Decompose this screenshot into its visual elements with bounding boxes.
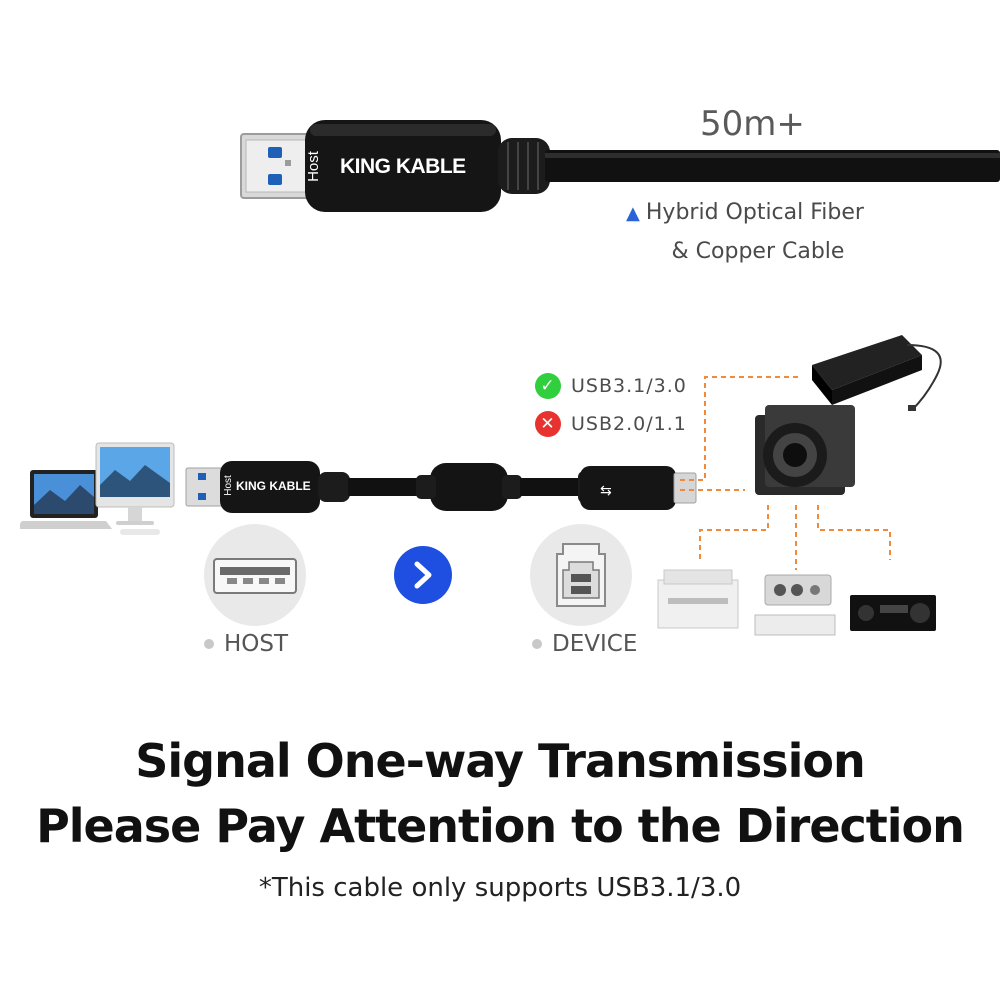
top-host-label: Host — [304, 151, 322, 182]
monitor-icon — [95, 442, 175, 535]
camera-icon — [755, 405, 855, 495]
connector-lines — [680, 376, 891, 570]
top-connector-housing — [305, 120, 501, 212]
bottom-brand-label: KING KABLE — [236, 479, 311, 493]
host-role-label: HOST — [204, 631, 288, 657]
hard-drive-icon — [812, 335, 942, 411]
compat-item-usb2: ✕ USB2.0/1.1 — [535, 411, 687, 437]
usb-b-port-icon — [556, 543, 606, 607]
bottom-connector-housing — [220, 461, 320, 513]
cable-description-line2: & Copper Cable — [671, 239, 845, 264]
audio-interface-icon — [754, 574, 836, 636]
description-line1-text: Hybrid Optical Fiber — [645, 200, 864, 225]
direction-arrow — [394, 546, 452, 604]
footnote: *This cable only supports USB3.1/3.0 — [258, 873, 742, 903]
cross-icon: ✕ — [535, 411, 561, 437]
svg-text:⇆: ⇆ — [600, 483, 612, 499]
usb-b-housing — [580, 466, 676, 510]
device-role-text: DEVICE — [552, 631, 638, 657]
usb-a-port-icon — [213, 558, 297, 594]
compat-usb2-label: USB2.0/1.1 — [571, 413, 687, 435]
host-role-text: HOST — [224, 631, 289, 657]
top-brand-label: KING KABLE — [340, 155, 466, 178]
laptop-icon — [20, 470, 112, 529]
bullet-dot — [204, 639, 214, 649]
headline-line2: Please Pay Attention to the Direction — [36, 799, 965, 853]
av-receiver-icon — [850, 595, 936, 631]
compat-usb3-label: USB3.1/3.0 — [571, 375, 687, 397]
printer-icon — [657, 569, 739, 629]
cable-description: ▲Hybrid Optical Fiber & Copper Cable — [610, 194, 880, 271]
computers-illustration — [20, 442, 175, 535]
device-role-label: DEVICE — [532, 631, 637, 657]
check-icon: ✓ — [535, 373, 561, 399]
bullet-dot — [532, 639, 542, 649]
bottom-host-label: Host — [222, 475, 234, 496]
headline-line1: Signal One-way Transmission — [135, 734, 865, 788]
cable-length: 50m+ — [700, 104, 805, 144]
chevron-right-icon — [414, 561, 432, 589]
devices-illustration — [657, 335, 942, 636]
inline-module — [430, 463, 508, 511]
bottom-cable-illustration: ⇆ — [185, 461, 697, 513]
top-cable-illustration — [240, 120, 1000, 212]
cable-description-line1: ▲Hybrid Optical Fiber — [610, 194, 880, 233]
triangle-icon: ▲ — [626, 203, 640, 224]
compat-item-usb3: ✓ USB3.1/3.0 — [535, 373, 687, 399]
